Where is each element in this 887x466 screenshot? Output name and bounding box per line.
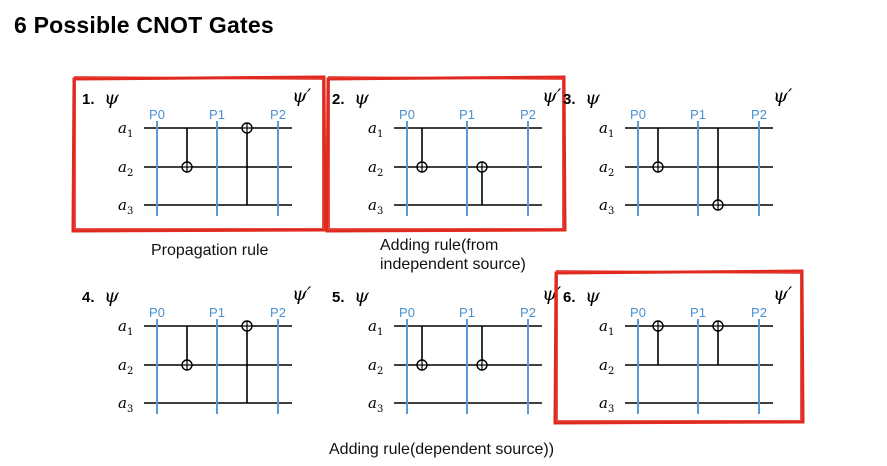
circuit-number-1: 1. <box>82 91 95 108</box>
probe-label-p1: P1 <box>459 107 475 122</box>
qubit-label-a3: a3 <box>118 196 133 217</box>
probe-label-p1: P1 <box>209 305 225 320</box>
caption-adding-rule-dependent: Adding rule(dependent source)) <box>329 441 555 458</box>
psi-label-6: ψ <box>585 285 601 307</box>
probe-label-p2: P2 <box>751 107 767 122</box>
probe-label-p0: P0 <box>399 107 415 122</box>
cnot-gate-2 <box>241 320 253 403</box>
cnot-gate-1 <box>416 326 428 371</box>
qubit-label-a2: a2 <box>368 356 383 377</box>
highlight-frame-6 <box>553 269 805 425</box>
circuit-3: 3. ψ ψ′ P0 P1 P2 a1 a2 a3 <box>563 85 793 217</box>
cnot-gate-1 <box>652 128 664 173</box>
probe-label-p0: P0 <box>630 305 646 320</box>
circuit-number-2: 2. <box>332 91 345 108</box>
probe-label-p1: P1 <box>690 305 706 320</box>
psi-label-2: ψ <box>354 87 370 109</box>
psi-label-3: ψ <box>585 87 601 109</box>
caption-adding-rule-independent: Adding rule(from independent source) <box>380 236 526 274</box>
qubit-label-a3: a3 <box>599 196 614 217</box>
circuit-number-6: 6. <box>563 289 576 306</box>
caption-propagation-rule: Propagation rule <box>151 242 269 259</box>
qubit-label-a3: a3 <box>118 394 133 415</box>
probe-label-p0: P0 <box>399 305 415 320</box>
circuit-4: 4. ψ ψ′ P0 P1 P2 a1 a2 a3 <box>82 283 312 415</box>
probe-label-p1: P1 <box>209 107 225 122</box>
qubit-label-a2: a2 <box>118 356 133 377</box>
psi-prime-label-3: ψ′ <box>773 85 793 107</box>
probe-label-p2: P2 <box>270 305 286 320</box>
circuit-number-5: 5. <box>332 289 345 306</box>
qubit-label-a1: a1 <box>118 317 133 338</box>
highlight-frame-1 <box>71 75 327 233</box>
qubit-label-a3: a3 <box>599 394 614 415</box>
psi-label-1: ψ <box>104 87 120 109</box>
qubit-label-a2: a2 <box>368 158 383 179</box>
cnot-gate-2 <box>476 326 488 371</box>
qubit-label-a3: a3 <box>368 394 383 415</box>
psi-prime-label-2: ψ′ <box>542 85 562 107</box>
psi-prime-label-1: ψ′ <box>292 85 312 107</box>
qubit-label-a2: a2 <box>599 158 614 179</box>
cnot-gate-2 <box>712 320 724 365</box>
circuit-5: 5. ψ ψ′ P0 P1 P2 a1 a2 a3 <box>332 283 562 415</box>
cnot-gate-2 <box>476 161 488 205</box>
highlight-frame-2 <box>325 75 567 233</box>
circuit-number-4: 4. <box>82 289 95 306</box>
circuit-number-3: 3. <box>563 91 576 108</box>
probe-label-p2: P2 <box>520 305 536 320</box>
cnot-gate-1 <box>181 128 193 173</box>
page-title: 6 Possible CNOT Gates <box>14 12 274 38</box>
psi-prime-label-6: ψ′ <box>773 283 793 305</box>
qubit-label-a3: a3 <box>368 196 383 217</box>
probe-label-p2: P2 <box>751 305 767 320</box>
probe-label-p2: P2 <box>520 107 536 122</box>
psi-prime-label-4: ψ′ <box>292 283 312 305</box>
caption-adding-rule-independent-line2: independent source) <box>380 256 526 273</box>
cnot-gate-2 <box>241 122 253 205</box>
probe-label-p0: P0 <box>149 107 165 122</box>
psi-label-4: ψ <box>104 285 120 307</box>
cnot-gate-2 <box>712 128 724 211</box>
qubit-label-a1: a1 <box>368 317 383 338</box>
qubit-label-a1: a1 <box>599 119 614 140</box>
probe-label-p0: P0 <box>149 305 165 320</box>
qubit-label-a2: a2 <box>118 158 133 179</box>
cnot-gate-1 <box>652 320 664 365</box>
qubit-label-a1: a1 <box>368 119 383 140</box>
qubit-label-a1: a1 <box>118 119 133 140</box>
circuit-2: 2. ψ ψ′ P0 P1 P2 a1 a2 a3 <box>332 85 562 217</box>
probe-label-p1: P1 <box>690 107 706 122</box>
qubit-label-a1: a1 <box>599 317 614 338</box>
probe-label-p2: P2 <box>270 107 286 122</box>
cnot-gate-1 <box>416 128 428 173</box>
circuit-6: 6. ψ ψ′ P0 P1 P2 a1 a2 a3 <box>563 283 793 415</box>
psi-label-5: ψ <box>354 285 370 307</box>
qubit-label-a2: a2 <box>599 356 614 377</box>
circuit-1: 1. ψ ψ′ P0 P1 P2 a1 a2 a3 <box>82 85 312 217</box>
probe-label-p0: P0 <box>630 107 646 122</box>
psi-prime-label-5: ψ′ <box>542 283 562 305</box>
probe-label-p1: P1 <box>459 305 475 320</box>
cnot-gate-1 <box>181 326 193 371</box>
caption-adding-rule-independent-line1: Adding rule(from <box>380 237 499 254</box>
